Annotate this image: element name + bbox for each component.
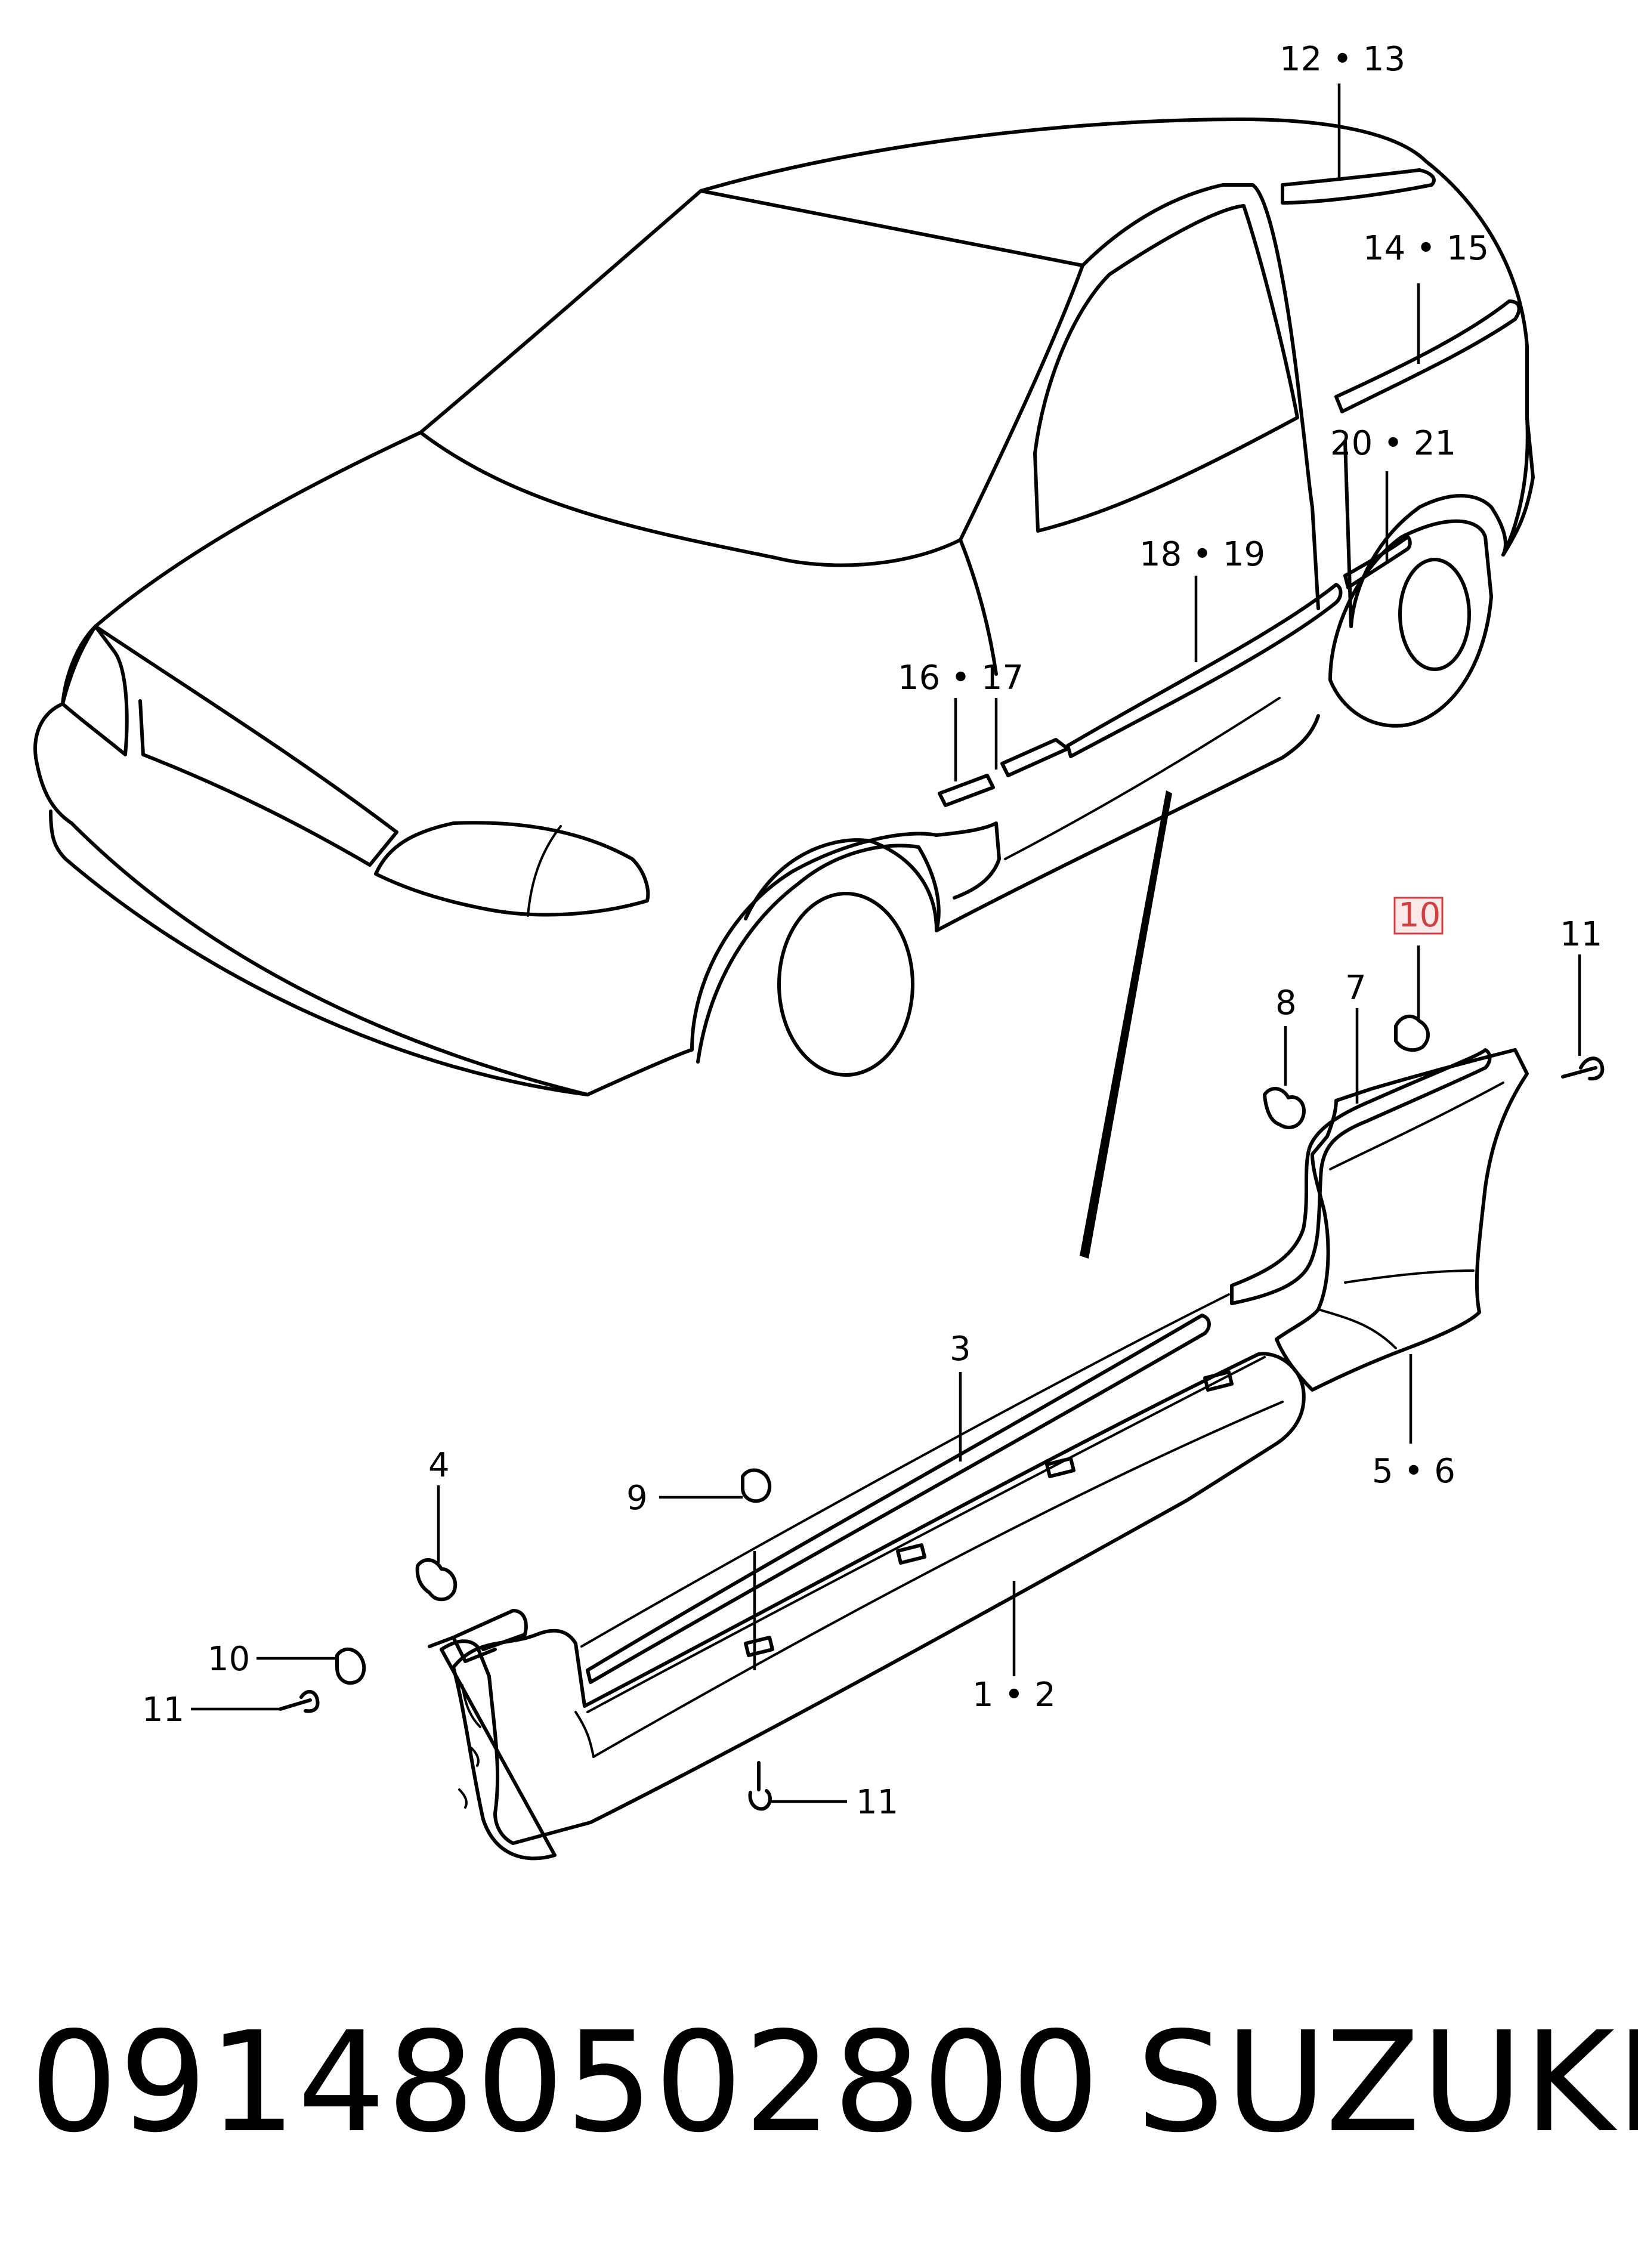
callout-1-2: 1 • 2: [972, 1676, 1056, 1714]
clip-9: [741, 1468, 772, 1503]
side-sill-assembly: [279, 1014, 1605, 1861]
callout-11-bottom: 11: [856, 1783, 898, 1822]
callout-20-21: 20 • 21: [1330, 424, 1456, 463]
callout-10-left: 10: [208, 1640, 250, 1679]
screw-left: [279, 1690, 320, 1713]
callout-4: 4: [428, 1446, 450, 1485]
clip-10-left: [335, 1647, 366, 1685]
callout-16-17: 16 • 17: [898, 659, 1024, 697]
callout-14-15: 14 • 15: [1363, 229, 1489, 268]
screw-bottom: [748, 1761, 772, 1811]
screw-top-right: [1561, 1056, 1605, 1081]
callout-18-19: 18 • 19: [1139, 535, 1265, 574]
callout-8: 8: [1275, 984, 1297, 1022]
leader-lines: [191, 84, 1581, 1803]
callout-3: 3: [950, 1330, 971, 1368]
clip-4: [415, 1558, 458, 1602]
callout-12-13: 12 • 13: [1280, 40, 1405, 79]
callout-5-6: 5 • 6: [1372, 1452, 1455, 1491]
brand-name: SUZUKI: [1136, 2002, 1638, 2163]
callout-labels: 12 • 13 14 • 15 20 • 21 18 • 19 16 • 17 …: [142, 40, 1602, 1822]
callout-10-highlighted: 10: [1398, 896, 1441, 935]
footer: [0, 1888, 1638, 2268]
callout-9: 9: [626, 1479, 648, 1518]
callout-10-highlight-box: [1393, 897, 1444, 935]
callout-11-left: 11: [142, 1691, 184, 1729]
callout-7: 7: [1345, 969, 1367, 1008]
clip-8: [1263, 1087, 1306, 1129]
callout-11-top: 11: [1560, 915, 1602, 954]
part-number: 091480502800: [30, 2002, 1101, 2163]
car-illustration: [33, 118, 1535, 1259]
clip-10-top: [1394, 1014, 1430, 1052]
